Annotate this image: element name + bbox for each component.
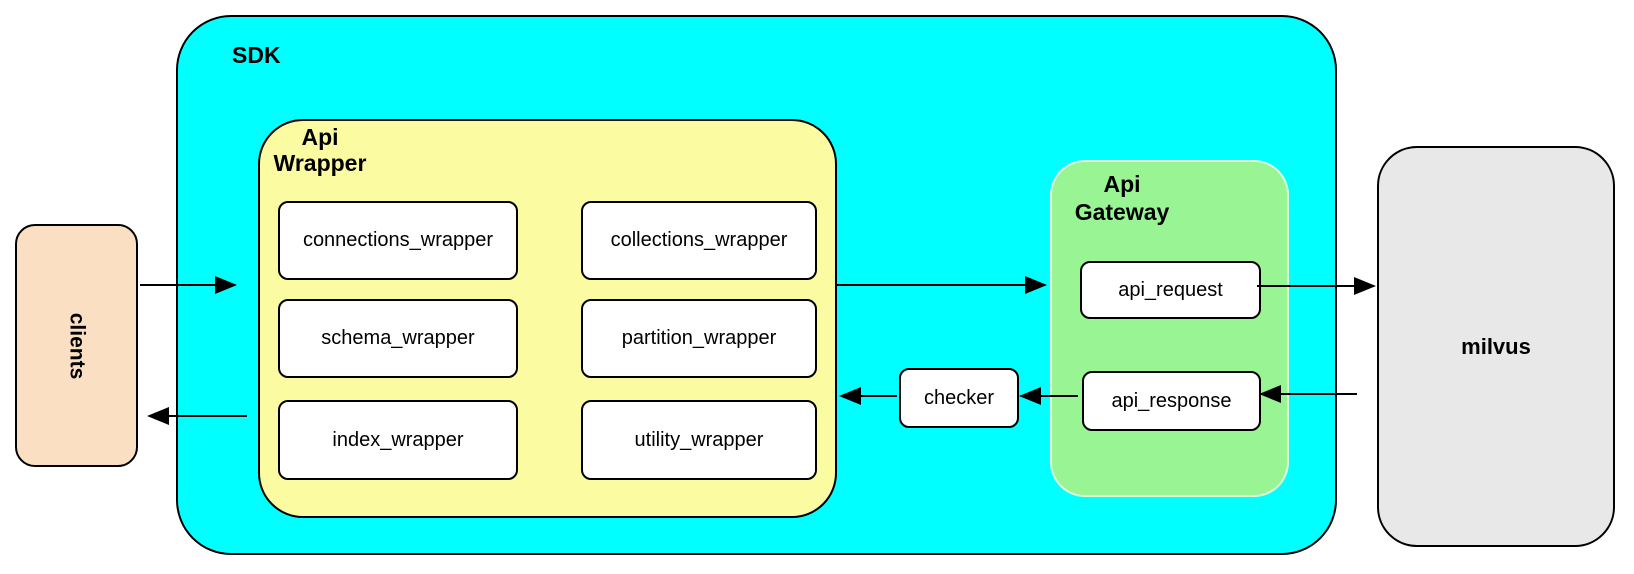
wrapper-box-partition-label: partition_wrapper [621, 327, 777, 349]
wrapper-box-utility-label: utility_wrapper [634, 428, 764, 451]
api-wrapper-label: Api Wrapper [262, 124, 378, 176]
wrapper-box-connections-label: connections_wrapper [302, 229, 494, 251]
api-response-box: api_response [1082, 371, 1261, 431]
api-request-label: api_request [1118, 278, 1223, 301]
checker-box: checker [899, 368, 1019, 428]
wrapper-box-index-label: index_wrapper [332, 428, 464, 451]
wrapper-box-partition: partition_wrapper [581, 299, 817, 378]
clients-label: clients [65, 312, 89, 379]
api-gateway-container: Api Gateway api_request api_response [1050, 160, 1289, 497]
wrapper-box-collections: collections_wrapper [581, 201, 817, 280]
milvus-node: milvus [1377, 146, 1615, 547]
api-response-label: api_response [1111, 389, 1232, 412]
api-wrapper-label-line2: Wrapper [273, 150, 367, 176]
clients-node: clients [15, 224, 138, 467]
api-request-box: api_request [1080, 261, 1261, 319]
api-gateway-label-line1: Api [1103, 171, 1141, 197]
api-wrapper-container: Api Wrapper connections_wrapper collecti… [258, 119, 837, 518]
sdk-container: SDK Api Wrapper connections_wrapper coll… [176, 15, 1337, 555]
api-gateway-label: Api Gateway [1066, 170, 1178, 226]
wrapper-box-connections: connections_wrapper [278, 201, 518, 280]
api-wrapper-label-line1: Api [301, 124, 339, 150]
checker-label: checker [923, 386, 995, 409]
api-gateway-label-line2: Gateway [1074, 199, 1170, 225]
wrapper-box-schema-label: schema_wrapper [321, 327, 475, 349]
wrapper-box-utility: utility_wrapper [581, 400, 817, 480]
sdk-label: SDK [232, 42, 281, 68]
wrapper-box-index: index_wrapper [278, 400, 518, 480]
milvus-label: milvus [1461, 333, 1531, 359]
wrapper-box-collections-label: collections_wrapper [610, 229, 788, 251]
wrapper-box-schema: schema_wrapper [278, 299, 518, 378]
